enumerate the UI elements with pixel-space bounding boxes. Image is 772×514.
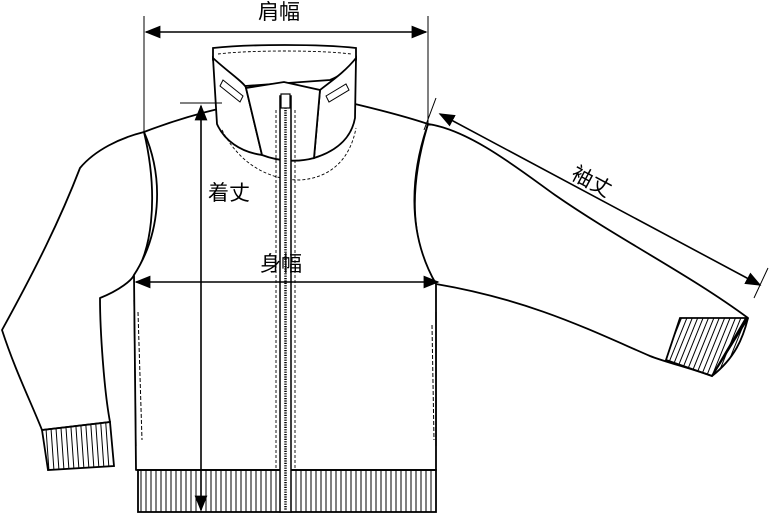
right-cuff	[664, 317, 749, 378]
collar-zip-left	[219, 79, 244, 103]
right-pocket-seam	[431, 324, 435, 441]
body-length-label: 着丈	[208, 181, 250, 205]
left-pocket-seam	[137, 311, 143, 441]
left-sleeve	[1, 131, 153, 431]
shoulder-width-label: 肩幅	[256, 0, 302, 24]
sleeve-length-arrow	[438, 113, 762, 286]
zipper-pull	[280, 93, 291, 109]
collar-zip-right	[325, 83, 350, 103]
left-cuff	[40, 420, 115, 471]
chest-width-label: 身幅	[260, 252, 302, 276]
